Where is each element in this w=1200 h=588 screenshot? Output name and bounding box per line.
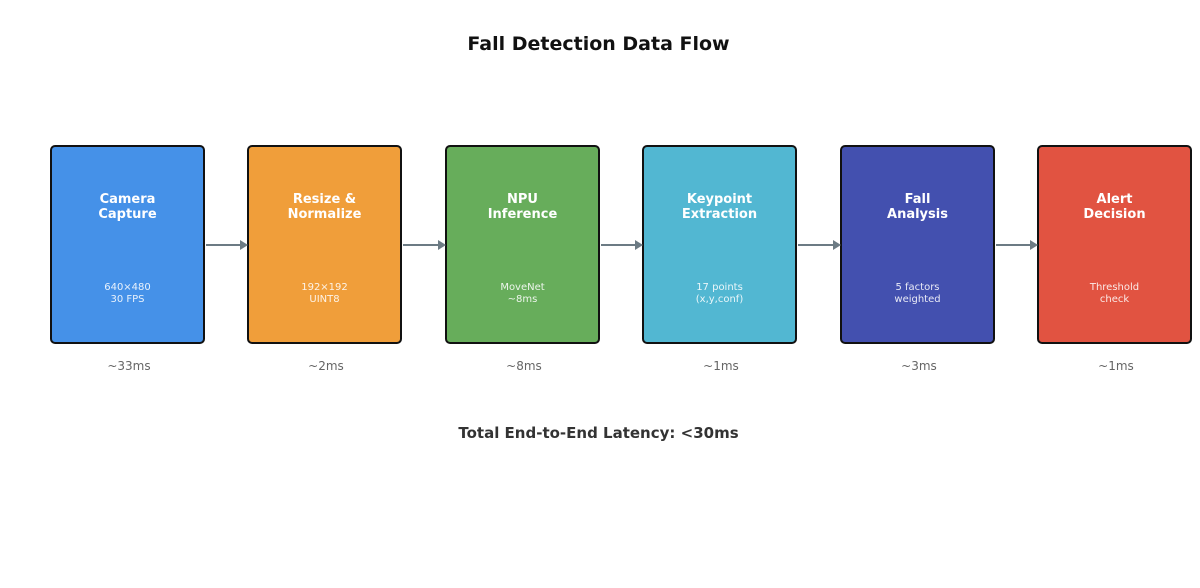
stage-name: Fall Analysis bbox=[887, 192, 948, 222]
stage-detail: 5 factors weighted bbox=[894, 282, 941, 305]
flow-arrow bbox=[996, 240, 1038, 250]
flow-arrow bbox=[403, 240, 446, 250]
stage-timing: ~3ms bbox=[901, 359, 937, 373]
stage-keypoint-extraction: Keypoint Extraction 17 points (x,y,conf) bbox=[642, 145, 797, 344]
stage-alert-decision: Alert Decision Threshold check bbox=[1037, 145, 1192, 344]
stage-detail: Threshold check bbox=[1089, 282, 1140, 305]
stage-detail: 192×192 UINT8 bbox=[301, 282, 348, 305]
stage-fall-analysis: Fall Analysis 5 factors weighted bbox=[840, 145, 995, 344]
stage-name: NPU Inference bbox=[487, 192, 558, 222]
stage-name: Resize & Normalize bbox=[287, 192, 362, 222]
flow-arrow bbox=[206, 240, 248, 250]
stage-timing: ~1ms bbox=[703, 359, 739, 373]
diagram-title: Fall Detection Data Flow bbox=[467, 33, 730, 55]
stage-name: Keypoint Extraction bbox=[681, 192, 758, 222]
flow-arrow bbox=[798, 240, 841, 250]
stage-camera-capture: Camera Capture 640×480 30 FPS bbox=[50, 145, 205, 344]
flow-arrow bbox=[601, 240, 643, 250]
stage-timing: ~1ms bbox=[1098, 359, 1134, 373]
stage-timing: ~2ms bbox=[308, 359, 344, 373]
stage-detail: 17 points (x,y,conf) bbox=[695, 282, 744, 305]
stage-timing: ~8ms bbox=[506, 359, 542, 373]
stage-npu-inference: NPU Inference MoveNet ~8ms bbox=[445, 145, 600, 344]
stage-name: Camera Capture bbox=[98, 192, 157, 222]
stage-timing: ~33ms bbox=[107, 359, 151, 373]
stage-resize-normalize: Resize & Normalize 192×192 UINT8 bbox=[247, 145, 402, 344]
stage-name: Alert Decision bbox=[1083, 192, 1146, 222]
stage-detail: 640×480 30 FPS bbox=[104, 282, 151, 305]
total-latency-label: Total End-to-End Latency: <30ms bbox=[458, 424, 739, 442]
stage-detail: MoveNet ~8ms bbox=[500, 282, 545, 305]
